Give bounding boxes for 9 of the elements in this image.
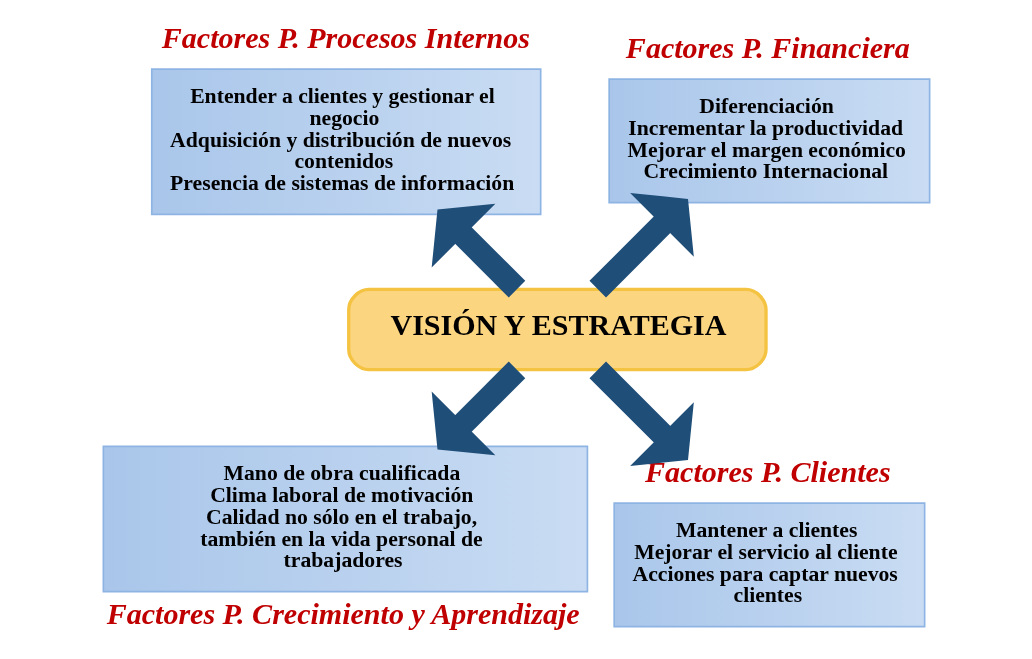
arrow: [431, 361, 525, 456]
node-label: Factores P. Crecimiento y Aprendizaje: [106, 596, 580, 630]
node-box: VISIÓN Y ESTRATEGIA: [346, 287, 768, 372]
node-label: Factores P. Financiera: [625, 31, 910, 65]
arrow: [431, 203, 525, 298]
node-label: Factores P. Clientes: [644, 455, 891, 489]
node-label: Factores P. Procesos Internos: [161, 21, 530, 55]
arrow: [589, 361, 694, 466]
arrow: [589, 193, 694, 298]
